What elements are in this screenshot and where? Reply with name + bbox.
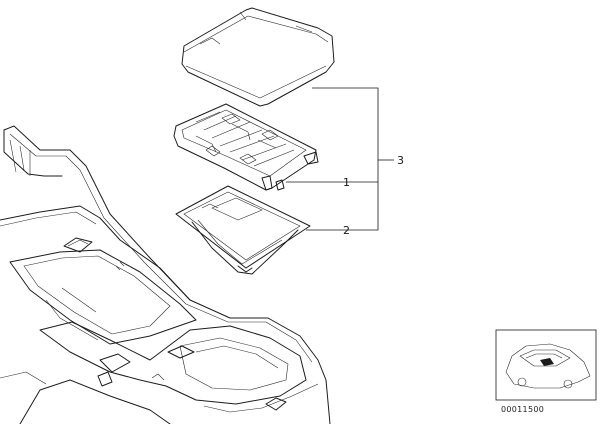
center-console-body [0,125,331,424]
storage-tray [175,185,311,275]
callout-2: 2 [343,224,350,237]
callout-3: 3 [397,154,404,167]
armrest-frame [173,103,319,191]
callout-leader-lines [286,87,394,231]
document-number: 00011500 [501,405,544,414]
armrest-lid [181,7,335,107]
callout-1: 1 [343,176,350,189]
car-icon [505,343,591,389]
vehicle-thumbnail [495,329,597,401]
